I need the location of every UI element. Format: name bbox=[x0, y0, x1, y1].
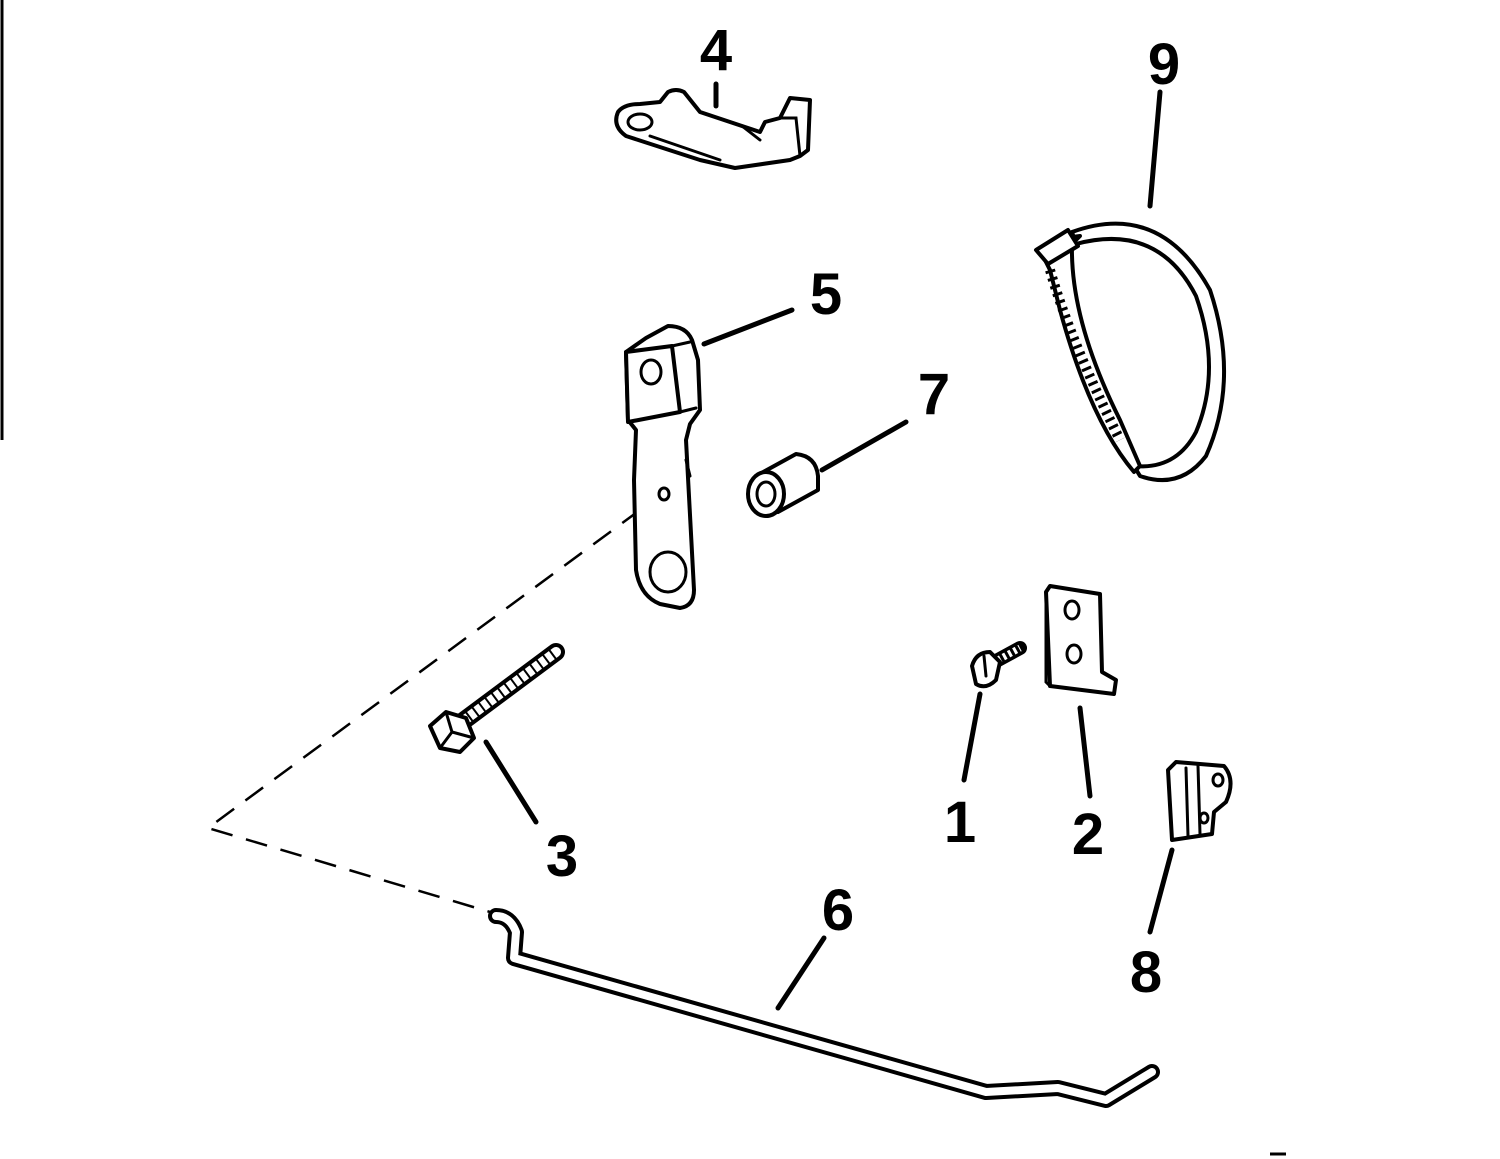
bushing-icon bbox=[746, 452, 820, 518]
callout-3: 3 bbox=[546, 824, 578, 889]
callout-8: 8 bbox=[1130, 940, 1162, 1005]
leader-line-3 bbox=[483, 739, 539, 825]
leader-lines bbox=[483, 81, 1175, 1011]
leader-line-1 bbox=[961, 691, 983, 783]
bolt-icon bbox=[428, 643, 565, 754]
leader-line-2 bbox=[1077, 705, 1093, 799]
cable-tie-icon bbox=[1034, 221, 1226, 482]
link-rod-icon bbox=[488, 908, 1160, 1108]
link-clip-icon bbox=[614, 88, 812, 170]
callout-6: 6 bbox=[822, 878, 854, 943]
leader-line-7 bbox=[819, 419, 909, 473]
assembly-dashed-lines bbox=[205, 508, 641, 914]
leader-line-6 bbox=[775, 935, 827, 1011]
callout-labels: 4 9 5 7 1 2 3 6 8 bbox=[546, 18, 1180, 1005]
callout-5: 5 bbox=[810, 262, 842, 327]
screw-icon bbox=[970, 641, 1027, 689]
callout-4: 4 bbox=[700, 18, 732, 83]
leader-line-5 bbox=[701, 307, 795, 347]
leader-line-8 bbox=[1147, 847, 1175, 935]
callout-9: 9 bbox=[1148, 32, 1180, 97]
bracket-plate-icon bbox=[1044, 584, 1118, 696]
callout-1: 1 bbox=[944, 790, 976, 855]
clip-icon bbox=[1166, 760, 1233, 842]
leader-line-9 bbox=[1147, 89, 1163, 209]
callout-2: 2 bbox=[1072, 802, 1104, 867]
lever-arm-icon bbox=[624, 324, 702, 610]
callout-7: 7 bbox=[918, 362, 950, 427]
